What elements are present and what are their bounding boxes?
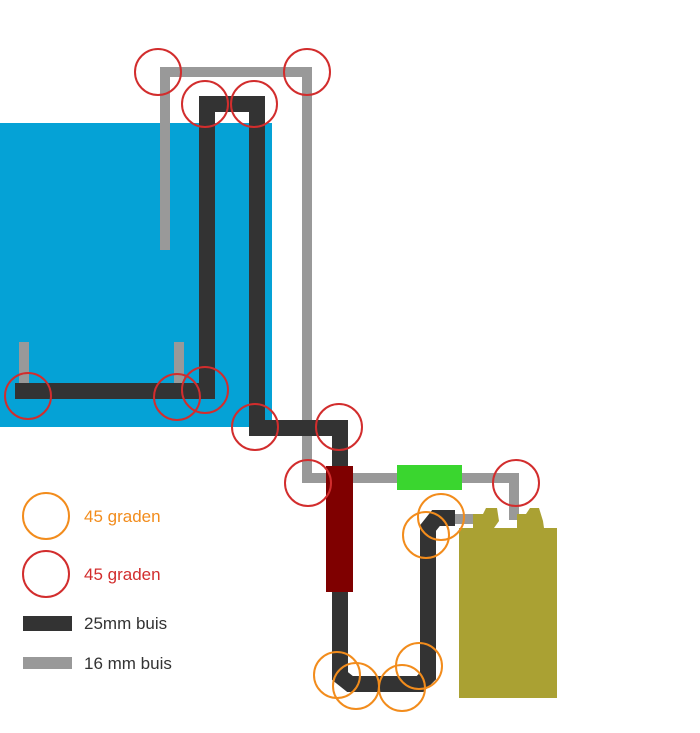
red-bend-circle xyxy=(134,48,182,96)
legend-red-circle-icon xyxy=(22,550,70,598)
red-bend-circle xyxy=(230,80,278,128)
return-pipe-16mm xyxy=(160,67,344,483)
legend-label-orange: 45 graden xyxy=(84,507,161,526)
orange-bend-circle xyxy=(402,511,450,559)
orange-bend-circle xyxy=(417,493,465,541)
legend-label-red: 45 graden xyxy=(84,565,161,584)
red-bend-circle xyxy=(492,459,540,507)
overflow-pipe-25mm xyxy=(15,96,348,470)
aquarium-tank xyxy=(0,123,272,427)
legend: 45 graden 45 graden 25mm buis 16 mm buis xyxy=(22,492,172,673)
red-bend-circle xyxy=(153,373,201,421)
pump xyxy=(397,465,462,490)
legend-orange-circle-icon xyxy=(22,492,70,540)
orange-bend-markers xyxy=(313,493,465,712)
legend-label-16mm: 16 mm buis xyxy=(84,654,172,673)
red-bend-circle xyxy=(284,459,332,507)
red-bend-circle xyxy=(283,48,331,96)
legend-label-25mm: 25mm buis xyxy=(84,614,167,633)
red-bend-circle xyxy=(315,403,363,451)
red-bend-circle xyxy=(4,372,52,420)
red-bend-markers xyxy=(4,48,540,507)
red-bend-circle xyxy=(181,366,229,414)
vessel xyxy=(459,508,557,698)
red-bend-circle xyxy=(181,80,229,128)
orange-bend-circle xyxy=(378,664,426,712)
red-bend-circle xyxy=(231,403,279,451)
legend-thick-pipe-swatch xyxy=(23,616,72,631)
legend-thin-pipe-swatch xyxy=(23,657,72,669)
